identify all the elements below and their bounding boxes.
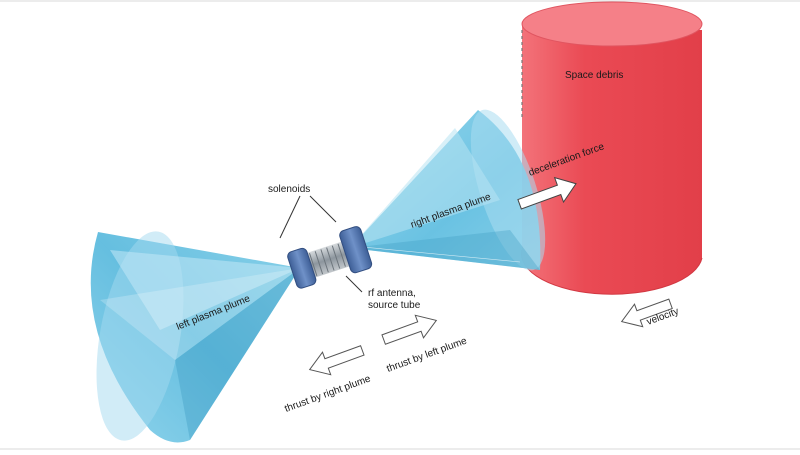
left-solenoid [287, 247, 317, 289]
right-plasma-plume: right plasma plume [350, 109, 546, 271]
thrust-left-plume-arrow [381, 314, 438, 345]
thrust-right-plume-label: thrust by right plume [283, 373, 372, 414]
rf-antenna-label-line2: source tube [368, 300, 421, 311]
thrust-left-plume-label: thrust by left plume [385, 335, 469, 374]
space-debris-cylinder: Space debris [521, 1, 703, 295]
velocity-arrow [620, 298, 673, 328]
rf-antenna-label-line1: rf antenna, [368, 288, 416, 299]
solenoids-callout: solenoids [268, 184, 337, 239]
rf-antenna-coil [309, 243, 346, 277]
thruster-assembly [287, 226, 373, 289]
rf-antenna-callout: rf antenna, source tube [345, 275, 421, 311]
thrust-right-plume-arrow [308, 345, 365, 376]
solenoids-label: solenoids [268, 184, 310, 195]
right-solenoid [339, 226, 373, 274]
left-plasma-plume: left plasma plume [90, 231, 300, 443]
space-debris-label: Space debris [565, 70, 623, 81]
deceleration-force-arrow [517, 176, 577, 210]
